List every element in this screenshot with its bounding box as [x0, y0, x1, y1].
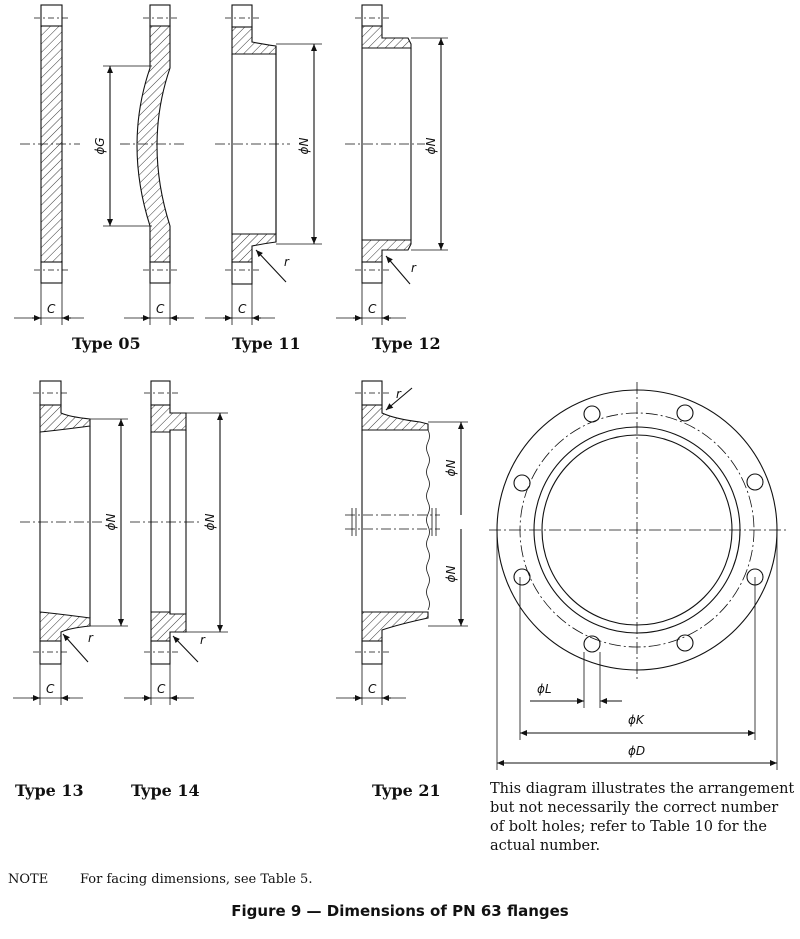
type-05-dished-section — [103, 4, 194, 325]
label-type-12: Type 12 — [372, 334, 441, 353]
dim-c-type11: C — [238, 302, 247, 316]
label-type-21: Type 21 — [372, 781, 441, 800]
type-14-section — [124, 380, 228, 705]
dim-phi-n-type21-upper: ϕN — [444, 460, 458, 477]
dim-c-type13: C — [46, 682, 55, 696]
figure-title: Figure 9 — Dimensions of PN 63 flanges — [231, 902, 569, 920]
type-13-section — [13, 380, 128, 705]
dim-phi-n-type12: ϕN — [424, 138, 438, 155]
dim-c-type12: C — [368, 302, 377, 316]
type-21-section — [336, 380, 468, 705]
dim-phi-n-type13: ϕN — [104, 514, 118, 531]
label-type-14: Type 14 — [131, 781, 200, 800]
type-12-section — [336, 4, 448, 325]
dim-phi-n-type11: ϕN — [297, 138, 311, 155]
note: NOTE For facing dimensions, see Table 5. — [8, 872, 312, 887]
dim-phi-n-type14: ϕN — [203, 514, 217, 531]
label-type-05: Type 05 — [72, 334, 141, 353]
dim-phi-l: ϕL — [537, 682, 552, 696]
dim-phi-d: ϕD — [628, 744, 645, 758]
bolt-hole-caption: This diagram illustrates the arrangement… — [490, 781, 795, 854]
flange-plan-view — [489, 382, 787, 770]
bolt-holes — [513, 404, 764, 653]
dim-c-type05b: C — [156, 302, 165, 316]
dim-r-type14: r — [200, 633, 206, 647]
dim-r-type11: r — [284, 255, 290, 269]
type-11-section — [205, 4, 322, 325]
note-key: NOTE — [8, 872, 49, 887]
dim-c-type14: C — [157, 682, 166, 696]
dim-c-type05: C — [47, 302, 56, 316]
dim-r-type21: r — [396, 387, 402, 401]
dim-r-type13: r — [88, 631, 94, 645]
dim-phi-g: ϕG — [93, 137, 107, 154]
dim-phi-k: ϕK — [628, 713, 645, 727]
dim-c-type21: C — [368, 682, 377, 696]
type-05-section — [14, 4, 84, 325]
note-text: For facing dimensions, see Table 5. — [80, 872, 313, 887]
label-type-11: Type 11 — [232, 334, 301, 353]
dim-r-type12: r — [411, 261, 417, 275]
dim-phi-n-type21-lower: ϕN — [444, 566, 458, 583]
label-type-13: Type 13 — [15, 781, 84, 800]
